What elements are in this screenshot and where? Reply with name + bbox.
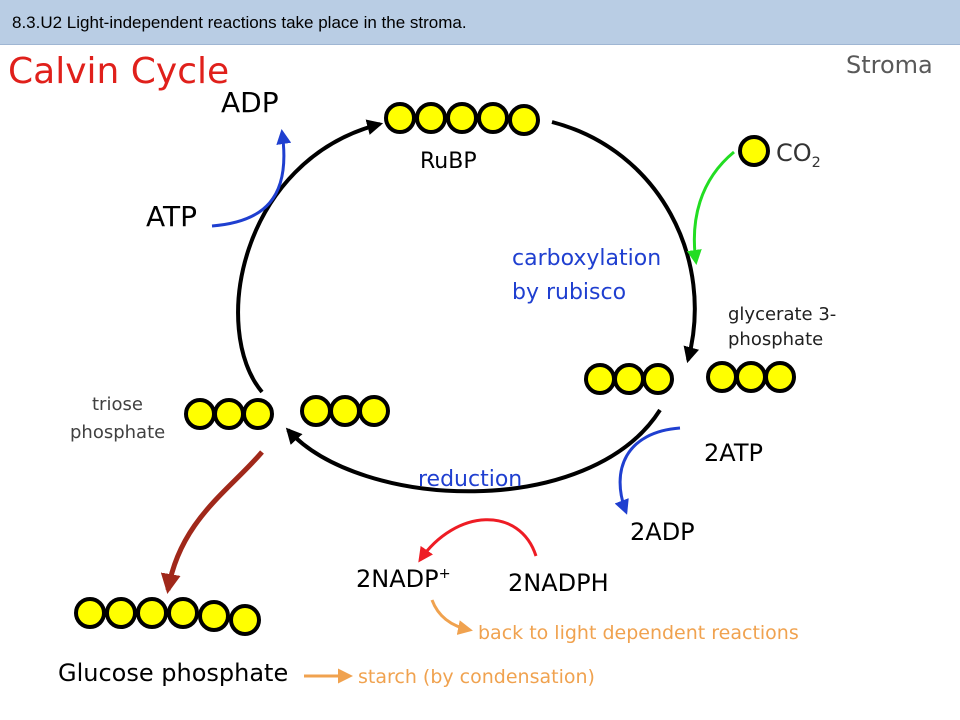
two-nadph-label: 2NADPH	[508, 569, 609, 597]
glycerate-molecule-2	[706, 361, 796, 393]
co2-carbon	[738, 135, 770, 167]
co2-label: CO2	[776, 139, 821, 171]
two-atp-label: 2ATP	[704, 439, 763, 467]
cycle-arc-bottom	[285, 408, 662, 494]
header-text: 8.3.U2 Light-independent reactions take …	[12, 13, 467, 32]
atp-label: ATP	[146, 200, 197, 233]
carboxylation-label-1: carboxylation	[512, 246, 662, 271]
two-atp-arrow	[614, 426, 681, 515]
two-adp-label: 2ADP	[630, 518, 695, 546]
diagram-title: Calvin Cycle	[8, 51, 230, 92]
adp-label: ADP	[221, 86, 279, 119]
back-to-light-arrow	[430, 599, 473, 635]
stroma-label: Stroma	[846, 51, 933, 79]
carboxylation-label-2: by rubisco	[512, 280, 627, 305]
nadph-arrow	[418, 518, 538, 563]
triose-molecule-2	[300, 395, 390, 427]
glycerate-label-1: glycerate 3-	[728, 304, 837, 325]
back-to-light-label: back to light dependent reactions	[478, 622, 799, 644]
starch-label: starch (by condensation)	[358, 666, 595, 688]
triose-label-2: phosphate	[70, 422, 166, 443]
two-nadp-label: 2NADP+	[356, 565, 451, 593]
glucose-phosphate-label: Glucose phosphate	[58, 659, 289, 687]
glucose-molecule	[74, 597, 261, 636]
triose-molecule-1	[184, 398, 274, 430]
triose-to-glucose-arrow	[160, 450, 264, 594]
cycle-arc-top-right	[551, 120, 700, 364]
rubp-label: RuBP	[420, 149, 477, 174]
glycerate-molecule-1	[584, 363, 674, 395]
triose-label-1: triose	[92, 394, 143, 415]
cycle-arc-left	[236, 119, 384, 394]
co2-arrow	[686, 150, 735, 265]
glycerate-label-2: phosphate	[728, 329, 824, 350]
header-bar: 8.3.U2 Light-independent reactions take …	[0, 0, 960, 45]
atp-to-adp-arrow	[211, 129, 292, 228]
rubp-molecule	[384, 102, 540, 136]
reduction-label: reduction	[418, 467, 523, 492]
